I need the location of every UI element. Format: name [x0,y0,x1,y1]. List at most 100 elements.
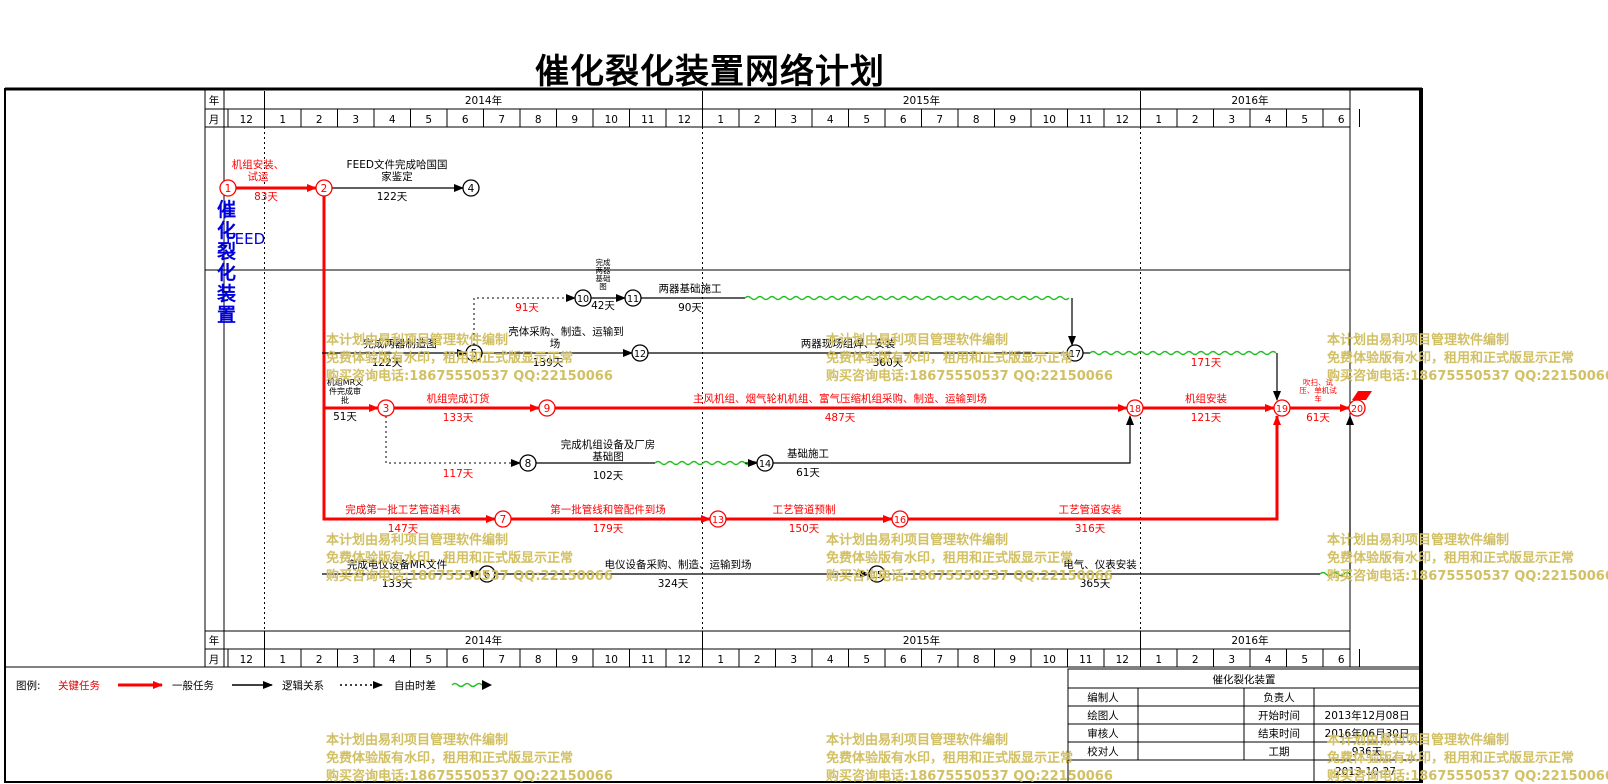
task-arrow [385,416,521,467]
watermark-text: 本计划由易利项目管理软件编制免费体验版有水印，租用和正式版显示正常购买咨询电话:… [326,532,613,584]
legend: 图例: 关键任务 一般任务 逻辑关系 自由时差 [16,679,492,692]
task-label: 360天 [873,357,904,369]
month-label: 4 [827,654,834,666]
task-arrow [773,415,1134,464]
svg-text:9: 9 [544,403,551,415]
task-label: 电仪设备采购、制造、运输到场 [605,558,752,571]
svg-text:17: 17 [1069,349,1081,360]
month-label: 11 [641,114,654,126]
task-label: 机组安装 [1185,392,1227,405]
event-node: 2 [315,179,333,197]
month-label: 11 [1079,654,1092,666]
watermark-text: 本计划由易利项目管理软件编制免费体验版有水印，租用和正式版显示正常购买咨询电话:… [1327,332,1608,384]
svg-text:3: 3 [383,403,390,415]
year-row-label: 年 [209,94,220,107]
watermark-text: 本计划由易利项目管理软件编制免费体验版有水印，租用和正式版显示正常购买咨询电话:… [1327,732,1608,784]
event-node: 18 [1126,399,1144,417]
svg-text:18: 18 [1129,404,1141,415]
legend-critical-label: 关键任务 [58,679,100,692]
task-label: 两器现场组焊、安装 [801,337,896,350]
month-label: 1 [717,654,724,666]
month-label: 7 [936,654,943,666]
free-float-wave [1089,350,1277,356]
event-node: 14 [756,454,774,472]
month-label: 12 [678,114,691,126]
month-label: 3 [352,114,359,126]
month-label: 4 [1265,114,1272,126]
month-label: 5 [1301,654,1308,666]
month-label: 11 [641,654,654,666]
event-node: 9 [538,399,556,417]
year-label: 2016年 [1231,94,1268,107]
event-node: 4 [462,179,480,197]
event-node: 3 [377,399,395,417]
task-label: 147天 [388,523,419,535]
task-label: 91天 [515,302,539,314]
month-label: 7 [498,114,505,126]
event-node: 11 [624,289,642,307]
tb-value-duration: 936天 [1352,746,1383,758]
task-label: 完成两器制造图 [363,337,437,350]
year-label: 2014年 [465,634,502,647]
task-label: 两器基础施工 [659,282,722,295]
task-label: 基础图 [592,450,624,463]
year-label: 2015年 [903,634,940,647]
legend-normal-label: 一般任务 [172,679,214,692]
month-label: 3 [790,654,797,666]
month-label: 7 [498,654,505,666]
event-node: 7 [494,510,512,528]
task-label: 102天 [593,470,624,482]
event-node: 8 [519,454,537,472]
svg-text:6: 6 [484,569,491,581]
event-node: 10 [574,289,592,307]
svg-text:8: 8 [525,458,532,470]
month-label: 1 [279,114,286,126]
task-label: 件完成审 [329,386,361,396]
watermark-text: 本计划由易利项目管理软件编制免费体验版有水印，租用和正式版显示正常购买咨询电话:… [826,732,1113,784]
year-row-label: 年 [209,634,220,647]
task-label: 批 [341,395,349,405]
free-float-wave [744,295,1070,301]
task-label: 家鉴定 [381,170,413,183]
task-label: 压、单机试 [1299,385,1337,395]
task-label: 第一批管线和管配件到场 [550,503,666,516]
month-label: 5 [863,114,870,126]
svg-text:1: 1 [225,183,232,195]
task-labels: 机组安装、试运83天FEED文件完成哈国国家鉴定122天机组MR文件完成审批51… [232,158,1337,590]
svg-text:2: 2 [321,183,328,195]
tb-label-checker: 校对人 [1087,745,1119,758]
event-node: 20 [1348,399,1366,417]
task-label: 场 [550,337,561,350]
month-label: 8 [973,114,980,126]
task-label: 图 [599,282,607,291]
svg-text:15: 15 [871,570,883,581]
tb-label-reviewer: 审核人 [1087,727,1119,740]
month-label: 5 [1301,114,1308,126]
task-label: 试运 [248,171,269,183]
month-label: 12 [1116,114,1129,126]
month-label: 1 [279,654,286,666]
svg-text:19: 19 [1276,404,1288,415]
month-label: 6 [1338,654,1345,666]
task-label: 完成第一批工艺管道料表 [345,503,461,516]
month-label: 3 [1228,114,1235,126]
task-label: 171天 [1191,357,1222,369]
event-node: 1 [219,179,237,197]
task-label: 完成机组设备及厂房 [561,438,656,451]
svg-text:20: 20 [1351,404,1363,415]
tb-label-author: 编制人 [1087,691,1119,704]
task-label: 机组安装、 [232,158,285,171]
task-label: 完成电仪设备MR文件 [347,558,447,571]
task-arrow [322,408,496,523]
event-node: 16 [891,510,909,528]
year-boundary-lines [264,127,1141,631]
month-label: 5 [425,654,432,666]
month-label: 5 [863,654,870,666]
task-label: 机组完成订货 [427,392,490,405]
month-label: 11 [1079,114,1092,126]
title-block: 催化裂化装置 编制人 负责人 绘图人 开始时间 2013年12月08日 审核人 … [1067,668,1421,783]
svg-text:14: 14 [759,459,771,470]
legend-prefix: 图例: [16,679,41,692]
